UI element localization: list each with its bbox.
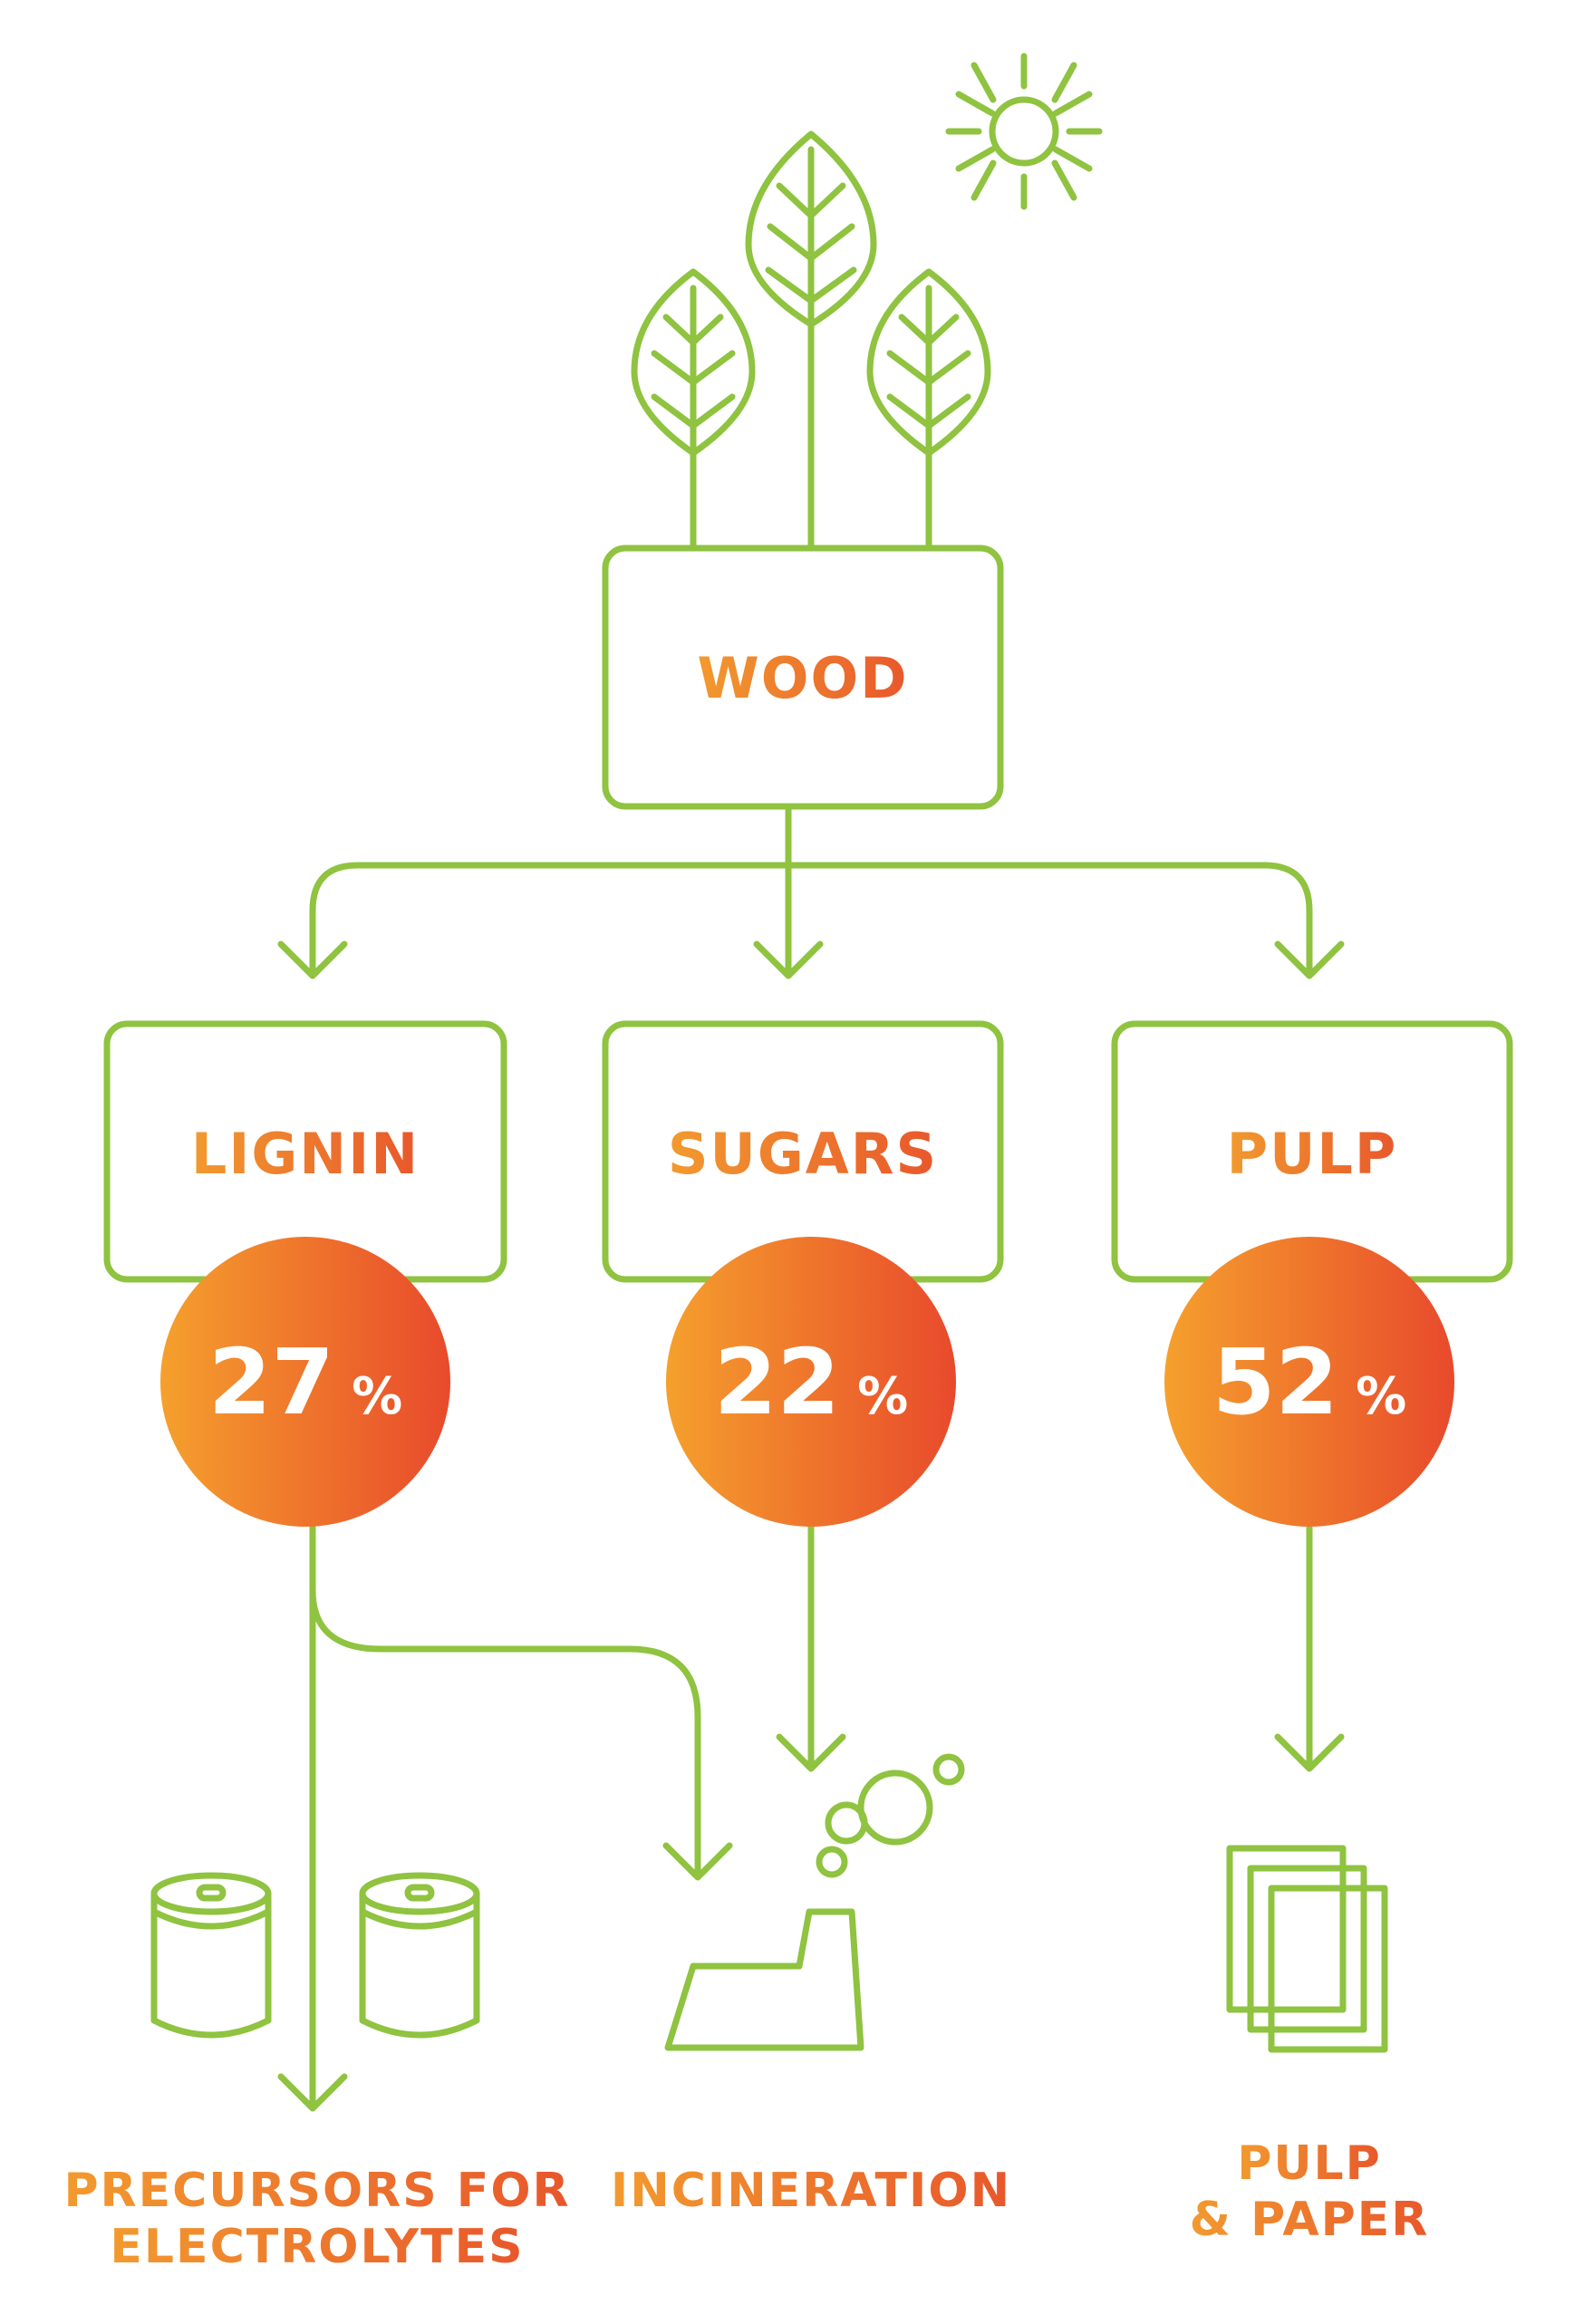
wood-box (602, 545, 1004, 810)
output-electrolytes-line2: ELECTROLYTES (110, 2220, 524, 2274)
svg-text:27 %: 27 % (208, 1329, 402, 1435)
paper-stack-icon (1226, 1845, 1388, 2053)
factory-smoke-icon (664, 1753, 965, 2051)
pulp-flow-line (1274, 1519, 1345, 1772)
wood-split-connector (277, 803, 1345, 979)
output-incineration: INCINERATION (611, 2164, 1011, 2218)
pulp-label: PULP (1227, 1121, 1398, 1187)
cylinder-cells-icon (150, 1872, 480, 2039)
output-electrolytes-line1: PRECURSORS FOR (63, 2164, 570, 2218)
output-pulp-paper-line1: PULP (1237, 2136, 1382, 2191)
svg-text:22 %: 22 % (714, 1329, 908, 1435)
lignin-percent-value: 27 (208, 1329, 334, 1435)
sugars-flow-line (776, 1519, 846, 1772)
pulp-percent-value: 52 (1212, 1329, 1338, 1435)
lignin-flow-lines (277, 1519, 733, 2112)
sugars-label: SUGARS (668, 1121, 938, 1187)
lignin-percent-circle: 27 % (160, 1237, 450, 1527)
sun-icon (945, 53, 1103, 210)
sugars-percent-value: 22 (714, 1329, 840, 1435)
sugars-percent-unit: % (857, 1367, 908, 1426)
lignin-label: LIGNIN (191, 1121, 420, 1187)
pulp-percent-circle: 52 % (1164, 1237, 1454, 1527)
pulp-percent-unit: % (1356, 1367, 1406, 1426)
svg-text:52 %: 52 % (1212, 1329, 1406, 1435)
leaf-tree-icon (631, 130, 991, 552)
sugars-percent-circle: 22 % (666, 1237, 956, 1527)
wood-label: WOOD (697, 645, 908, 711)
lignin-percent-unit: % (352, 1367, 402, 1426)
output-pulp-paper-line2: & PAPER (1190, 2193, 1430, 2247)
